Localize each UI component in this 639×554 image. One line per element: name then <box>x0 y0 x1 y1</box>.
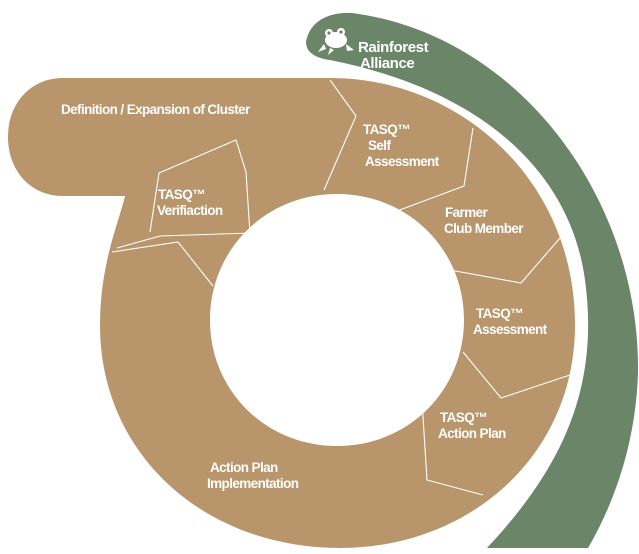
divider-definition-self <box>323 79 357 191</box>
label-verification-l1: TASQ™ <box>158 187 205 202</box>
brand-band <box>306 12 639 549</box>
divider-definition-verification <box>116 232 259 249</box>
divider-farmer-assessment <box>449 237 561 284</box>
label-implementation-l2: Implementation <box>207 476 299 491</box>
divider-verification-implementation <box>149 139 251 235</box>
cycle-ring <box>8 78 575 548</box>
label-self-assessment-l3: Assessment <box>365 154 440 169</box>
label-assessment-l2: Assessment <box>473 322 548 337</box>
divider-self-farmer <box>396 127 474 212</box>
frog-icon <box>318 28 354 55</box>
divider-assessment-actionplan <box>462 351 571 399</box>
label-self-assessment-l1: TASQ™ <box>363 122 410 137</box>
label-self-assessment-l2: Self <box>368 138 391 153</box>
brand-name-line2: Alliance <box>360 55 414 72</box>
label-implementation-l1: Action Plan <box>210 460 278 475</box>
label-farmer-club-l2: Club Member <box>444 221 524 236</box>
label-verification-l2: Verifiaction <box>157 203 223 218</box>
brand-name-line1: Rainforest <box>358 39 429 56</box>
divider-actionplan-implementation <box>421 400 484 496</box>
label-action-plan-l2: Action Plan <box>438 426 506 441</box>
divider-verification-inner <box>111 241 214 287</box>
label-assessment-l1: TASQ™ <box>476 306 523 321</box>
label-farmer-club-l1: Farmer <box>445 205 489 220</box>
label-action-plan-l1: TASQ™ <box>440 410 487 425</box>
label-definition: Definition / Expansion of Cluster <box>61 102 251 117</box>
